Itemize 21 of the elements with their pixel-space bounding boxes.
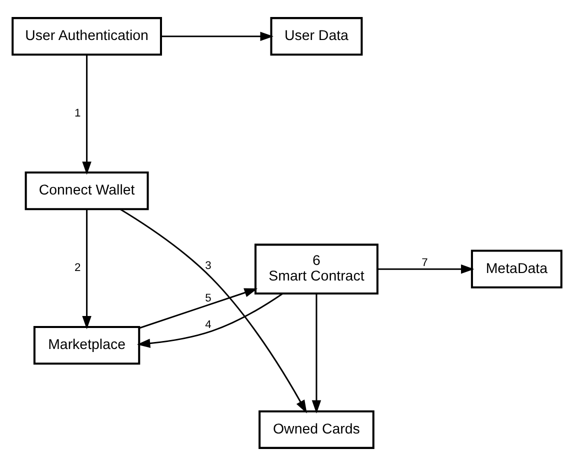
arrow: [82, 209, 92, 330]
edge-label: 2: [74, 262, 81, 274]
node-box: User Data: [270, 17, 363, 56]
edge-label: 3: [205, 260, 212, 272]
arrow: [312, 294, 322, 414]
arrow: [161, 32, 274, 41]
arrow: [138, 288, 258, 329]
edge-label: 5: [205, 292, 212, 304]
edge-label: 1: [74, 107, 81, 120]
node-box: 6 Smart Contract: [254, 244, 378, 294]
edge-label: 7: [422, 256, 428, 269]
arrow: [136, 292, 284, 348]
arrow: [82, 54, 92, 175]
node-box: Marketplace: [33, 326, 140, 365]
node-box: MetaData: [470, 250, 562, 288]
arrow: [120, 208, 307, 414]
node-box: Owned Cards: [258, 410, 374, 449]
node-box: Connect Wallet: [24, 172, 149, 210]
node-box: User Authentication: [12, 17, 162, 56]
edge-label: 4: [205, 318, 212, 331]
arrow: [377, 264, 474, 274]
